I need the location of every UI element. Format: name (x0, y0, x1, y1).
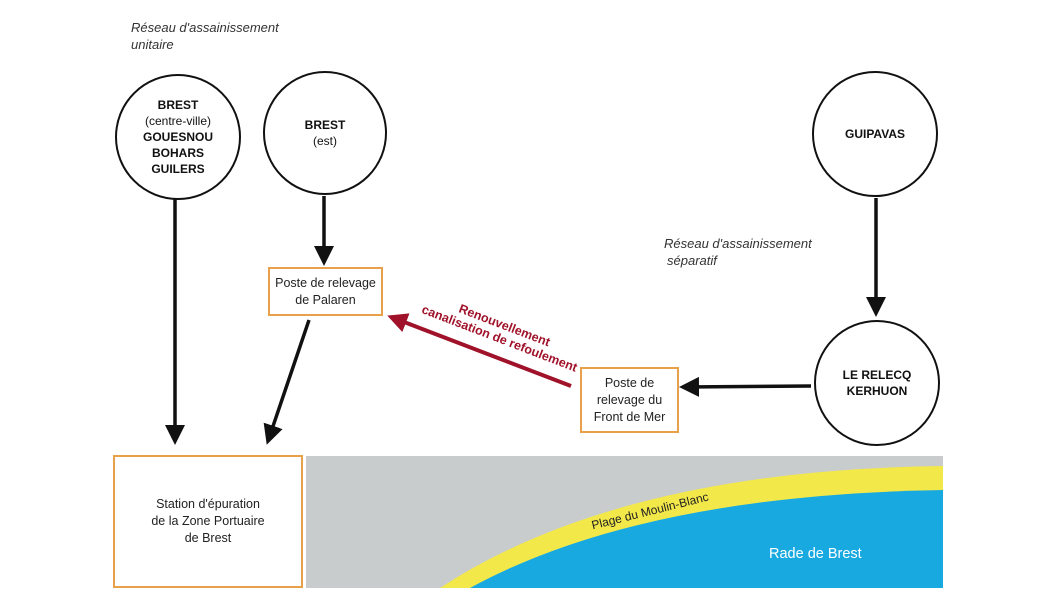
brest-est-label: BREST (304, 118, 346, 132)
station-line1: Station d'épuration (156, 497, 260, 511)
front-de-mer-line2: relevage du (596, 392, 663, 407)
node-le-relecq-kerhuon: LE RELECQ KERHUON (814, 320, 940, 446)
node-guipavas: GUIPAVAS (812, 71, 938, 197)
arrow-palaren-to-station (263, 319, 311, 445)
node-brest-centre-ville: BREST (centre-ville) GOUESNOU BOHARS GUI… (115, 74, 241, 200)
box-poste-front-de-mer: Poste de relevage du Front de Mer (580, 367, 679, 433)
est-label: (est) (313, 134, 337, 148)
palaren-line2: de Palaren (295, 292, 356, 307)
centre-ville-label: (centre-ville) (144, 114, 211, 128)
guipavas-label: GUIPAVAS (844, 127, 905, 141)
rade-de-brest-label: Rade de Brest (769, 546, 862, 562)
station-line2: de la Zone Portuaire (151, 514, 265, 528)
station-line3: de Brest (184, 531, 232, 545)
front-de-mer-line3: Front de Mer (593, 409, 666, 424)
palaren-line1: Poste de relevage (275, 275, 376, 290)
brest-centre-label: BREST (157, 98, 199, 112)
node-brest-est: BREST (est) (263, 71, 387, 195)
reseau-unitaire-note: Réseau d'assainissement unitaire (131, 19, 279, 53)
reseau-unitaire-line1: Réseau d'assainissement (131, 20, 279, 35)
reseau-separatif-line1: Réseau d'assainissement (664, 236, 812, 251)
gouesnou-label: GOUESNOU (142, 130, 213, 144)
arrow-renouvellement (387, 313, 572, 388)
bohars-label: BOHARS (151, 146, 204, 160)
box-station-epuration: Station d'épuration de la Zone Portuaire… (113, 455, 303, 588)
kerhuon-label: KERHUON (846, 384, 908, 398)
reseau-separatif-line2: séparatif (667, 253, 717, 268)
box-poste-palaren: Poste de relevage de Palaren (268, 267, 383, 316)
reseau-unitaire-line2: unitaire (131, 37, 174, 52)
guilers-label: GUILERS (151, 162, 205, 176)
front-de-mer-line1: Poste de (604, 375, 655, 390)
arrow-relecq-to-front-de-mer (679, 376, 812, 397)
le-relecq-label: LE RELECQ (842, 368, 912, 382)
reseau-separatif-note: Réseau d'assainissement séparatif (664, 235, 812, 269)
sea-area (470, 490, 943, 588)
